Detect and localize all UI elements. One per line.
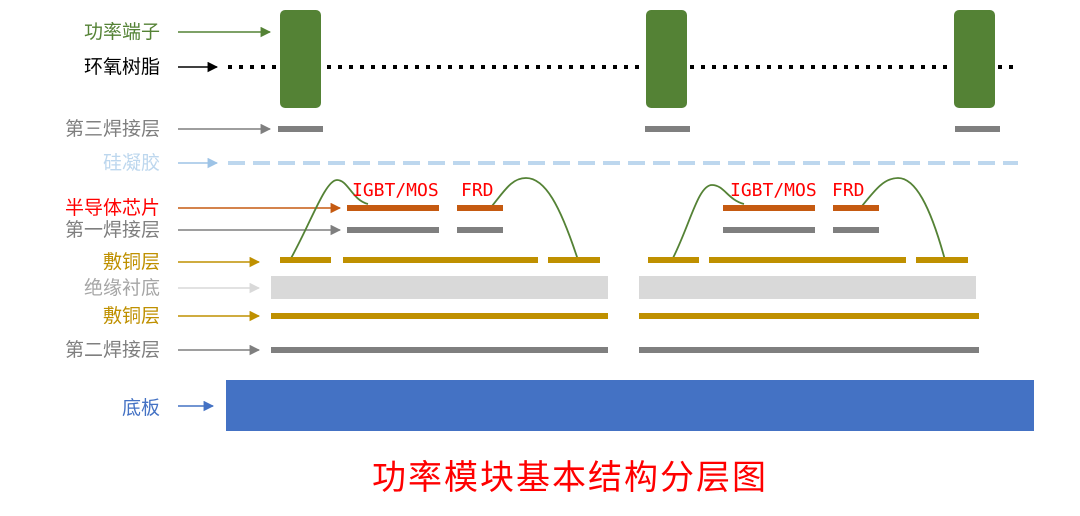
label-substrate: 绝缘衬底 bbox=[83, 277, 160, 299]
solder3-segment-2 bbox=[645, 126, 690, 132]
solder1-segment bbox=[833, 227, 879, 233]
power-terminal-2 bbox=[646, 10, 687, 108]
frd-chip-2 bbox=[833, 205, 879, 211]
solder1-segment bbox=[347, 227, 439, 233]
solder3-segment-1 bbox=[278, 126, 323, 132]
igbt-chip-2 bbox=[723, 205, 815, 211]
label-baseplate: 底板 bbox=[121, 397, 160, 419]
copper-top-segment bbox=[648, 257, 699, 263]
diagram-caption: 功率模块基本结构分层图 bbox=[372, 458, 768, 498]
copper-top-segment bbox=[916, 257, 968, 263]
solder3-segment-3 bbox=[955, 126, 1000, 132]
igbt-chip-1 bbox=[347, 205, 439, 211]
label-solder3: 第三焊接层 bbox=[64, 118, 160, 140]
solder2-segment-1 bbox=[271, 347, 608, 353]
copper-top-segment bbox=[343, 257, 538, 263]
copper-bottom-1 bbox=[271, 313, 608, 319]
solder2-segment-2 bbox=[639, 347, 979, 353]
insulating-substrate-1 bbox=[271, 276, 608, 299]
copper-bottom-2 bbox=[639, 313, 979, 319]
chip-label-frd-2: FRD bbox=[832, 180, 865, 201]
bond-wire bbox=[289, 179, 369, 261]
label-copper-bottom: 敷铜层 bbox=[102, 305, 160, 327]
bond-wire bbox=[491, 177, 579, 261]
frd-chip-1 bbox=[457, 205, 503, 211]
insulating-substrate-2 bbox=[639, 276, 976, 299]
label-chip: 半导体芯片 bbox=[64, 197, 160, 219]
solder1-segment bbox=[457, 227, 503, 233]
baseplate bbox=[226, 380, 1034, 431]
copper-top-segment bbox=[709, 257, 906, 263]
label-solder1: 第一焊接层 bbox=[64, 219, 160, 241]
power-terminal-3 bbox=[954, 10, 995, 108]
copper-top-segment bbox=[548, 257, 600, 263]
chip-label-frd-1: FRD bbox=[461, 180, 494, 201]
label-terminal: 功率端子 bbox=[83, 21, 160, 43]
bond-wire bbox=[671, 184, 745, 261]
solder1-segment bbox=[723, 227, 815, 233]
label-copper-top: 敷铜层 bbox=[102, 251, 160, 273]
chip-label-igbt-1: IGBT/MOS bbox=[352, 180, 439, 201]
label-silicone: 硅凝胶 bbox=[102, 152, 160, 174]
power-terminal-1 bbox=[280, 10, 321, 108]
bond-wire bbox=[861, 177, 946, 261]
copper-top-segment bbox=[280, 257, 331, 263]
label-epoxy: 环氧树脂 bbox=[83, 56, 160, 78]
chip-label-igbt-2: IGBT/MOS bbox=[730, 180, 817, 201]
label-solder2: 第二焊接层 bbox=[64, 339, 160, 361]
